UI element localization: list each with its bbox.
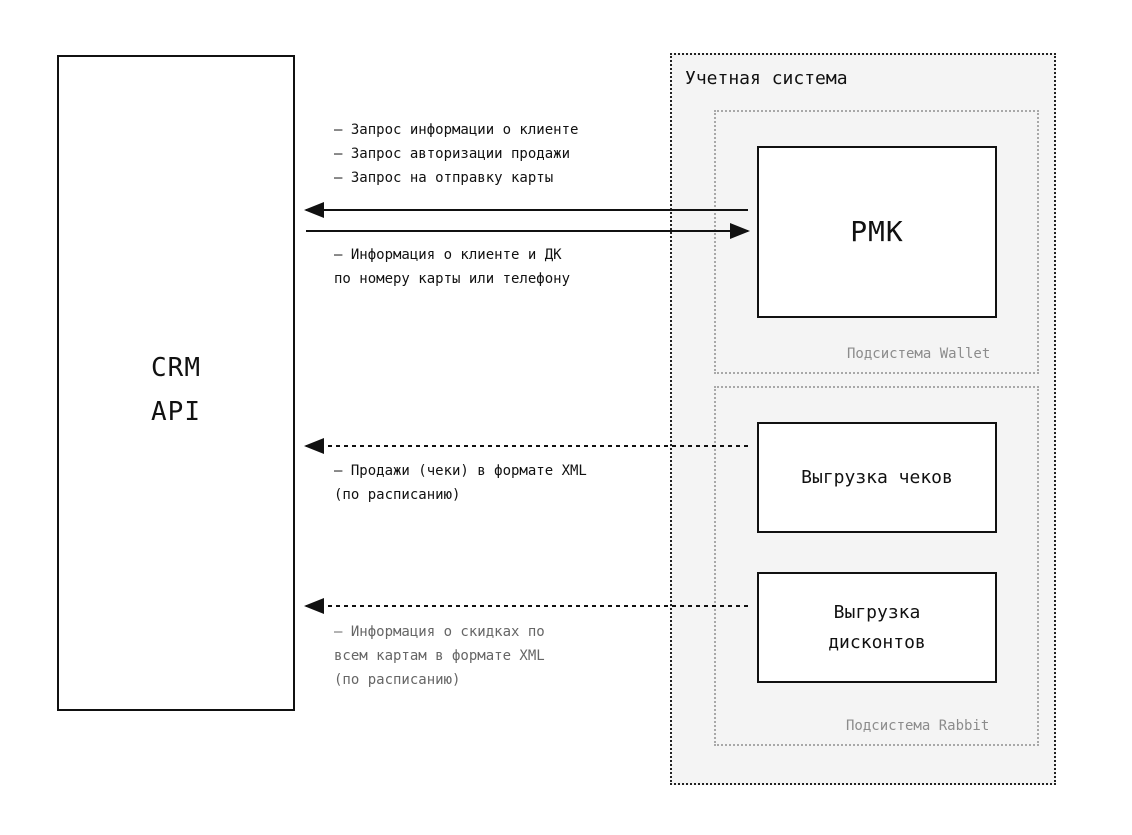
request-message-2: — Запрос авторизации продажи [334,146,571,162]
pmk-label: РМК [850,215,904,248]
request-message-3: — Запрос на отправку карты [334,170,554,186]
discounts-message: — Информация о скидках по всем картам в … [334,620,545,692]
client-info-message: — Информация о клиенте и ДК по номеру ка… [334,243,570,291]
sales-message-line-2: (по расписанию) [334,487,461,503]
pmk-box: РМК [757,146,997,318]
discounts-export-line-1: Выгрузка [833,601,921,623]
discounts-message-line-3: (по расписанию) [334,672,461,688]
request-messages: — Запрос информации о клиенте — Запрос а… [334,118,578,190]
request-message-1: — Запрос информации о клиенте [334,122,579,138]
sales-message-line-1: — Продажи (чеки) в формате XML [334,463,587,479]
client-info-line-1: — Информация о клиенте и ДК [334,247,562,263]
receipts-export-label: Выгрузка чеков [801,466,953,488]
discounts-export-box: Выгрузка дисконтов [757,572,997,683]
crm-title-line-2: API [151,397,201,427]
receipts-export-box: Выгрузка чеков [757,422,997,533]
discounts-export-line-2: дисконтов [828,631,926,653]
discounts-message-line-2: всем картам в формате XML [334,648,545,664]
crm-api-title: CRM API [58,346,294,434]
client-info-line-2: по номеру карты или телефону [334,271,571,287]
sales-message: — Продажи (чеки) в формате XML (по распи… [334,459,587,507]
crm-api-box [57,55,295,711]
crm-title-line-1: CRM [151,353,201,383]
discounts-export-label: Выгрузка дисконтов [828,598,926,658]
wallet-subsystem-label: Подсистема Wallet [847,346,991,362]
rabbit-subsystem-label: Подсистема Rabbit [846,718,990,734]
discounts-message-line-1: — Информация о скидках по [334,624,545,640]
accounting-system-title: Учетная система [685,68,848,89]
